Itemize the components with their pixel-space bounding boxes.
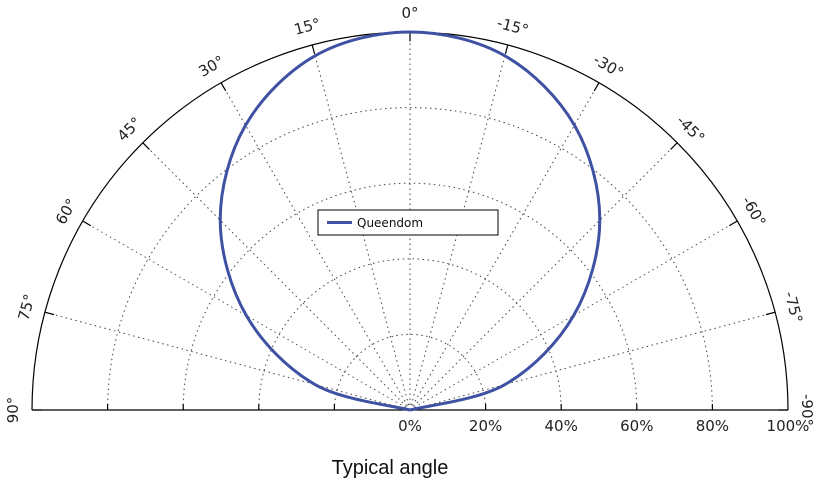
angle-tick bbox=[593, 82, 600, 92]
angle-tick-label: 90° bbox=[4, 397, 22, 424]
angle-tick-label: 45° bbox=[114, 114, 146, 146]
angular-gridline bbox=[409, 142, 678, 411]
angle-tick-label: 0° bbox=[401, 4, 418, 22]
radial-gridline bbox=[107, 107, 713, 411]
angular-gridline bbox=[220, 82, 411, 411]
angle-tick-label: -75° bbox=[781, 289, 807, 325]
angle-tick bbox=[220, 82, 227, 92]
angle-tick-label: 15° bbox=[292, 14, 322, 38]
angular-gridline bbox=[142, 142, 411, 411]
legend: Queendom bbox=[317, 209, 499, 236]
series bbox=[218, 30, 602, 412]
angular-gridline bbox=[409, 220, 738, 411]
legend-label: Queendom bbox=[357, 216, 423, 230]
angle-tick-label: -60° bbox=[738, 193, 770, 230]
angle-tick-label: 30° bbox=[196, 52, 228, 81]
angle-tick bbox=[82, 220, 92, 227]
angle-tick bbox=[311, 44, 316, 55]
angle-tick-label: 60° bbox=[52, 196, 81, 228]
angle-tick-label: -15° bbox=[495, 14, 531, 40]
angle-tick-label: -90° bbox=[798, 394, 816, 426]
angle-tick bbox=[44, 311, 55, 316]
radial-tick-label: 100% bbox=[767, 417, 810, 435]
angle-tick bbox=[728, 220, 738, 227]
series-line bbox=[218, 30, 602, 412]
grid bbox=[44, 32, 776, 411]
angle-tick-label: -45° bbox=[673, 112, 708, 147]
angular-gridline bbox=[409, 44, 509, 411]
angle-tick-label: -30° bbox=[590, 50, 627, 82]
radial-tick-label: 80% bbox=[696, 417, 729, 435]
angular-gridline bbox=[409, 82, 600, 411]
angular-gridline bbox=[311, 44, 411, 411]
radial-tick-label: 20% bbox=[469, 417, 502, 435]
angular-gridline bbox=[82, 220, 411, 411]
angle-tick bbox=[670, 142, 678, 150]
angular-gridline bbox=[409, 311, 776, 411]
radial-tick-label: 40% bbox=[545, 417, 578, 435]
angle-tick bbox=[765, 311, 776, 316]
radial-tick-label: 60% bbox=[620, 417, 653, 435]
angle-tick-label: 75° bbox=[14, 292, 38, 322]
radial-gridline bbox=[182, 182, 638, 411]
angular-gridline bbox=[44, 311, 411, 411]
angle-tick bbox=[504, 44, 509, 55]
angle-tick bbox=[142, 142, 150, 150]
x-axis-label: Typical angle bbox=[332, 457, 449, 479]
radial-tick-label: 0% bbox=[398, 417, 422, 435]
